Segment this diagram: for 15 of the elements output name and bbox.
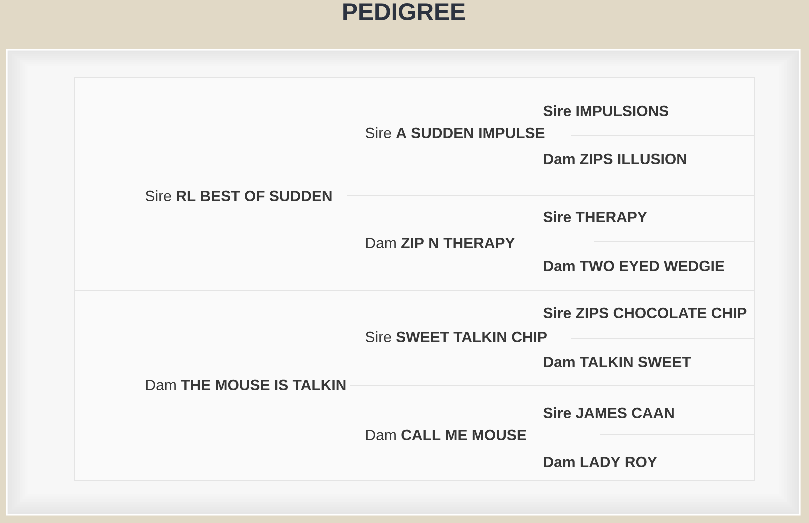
- pedigree-entry: Sire ZIPS CHOCOLATE CHIP: [544, 308, 747, 319]
- pedigree-entry: Sire JAMES CAAN: [544, 408, 674, 419]
- pedigree-entry: Dam ZIP N THERAPY: [366, 238, 516, 249]
- pedigree-entry: Dam ZIPS ILLUSION: [544, 154, 686, 165]
- pedigree-entry: Dam LADY ROY: [544, 456, 658, 468]
- pedigree-entry: Sire IMPULSIONS: [544, 106, 669, 117]
- pedigree-entry: Sire SWEET TALKIN CHIP: [366, 332, 547, 343]
- pedigree-entry: Sire A SUDDEN IMPULSE: [366, 128, 545, 139]
- pedigree-entry: Dam CALL ME MOUSE: [366, 430, 526, 441]
- pedigree-entry: Dam TALKIN SWEET: [544, 356, 692, 368]
- pedigree-entry: Dam TWO EYED WEDGIE: [544, 260, 724, 272]
- title: PEDIGREE: [344, 3, 466, 20]
- pedigree-entry: Sire THERAPY: [544, 212, 648, 223]
- pedigree-entry: Dam THE MOUSE IS TALKIN: [146, 380, 346, 391]
- pedigree-entry: Sire RL BEST OF SUDDEN: [146, 190, 332, 202]
